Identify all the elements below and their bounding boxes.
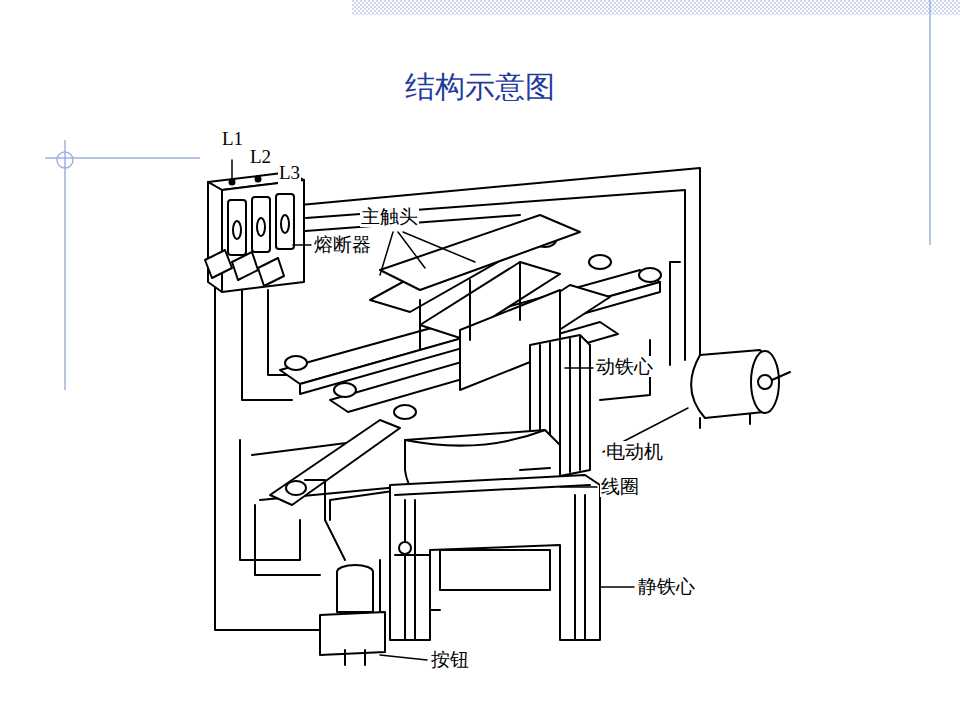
push-button <box>305 480 440 665</box>
part-label: 静铁心 <box>637 576 696 597</box>
part-label: 按钮 <box>430 649 470 670</box>
leader-lines <box>232 160 688 660</box>
motor <box>691 350 790 428</box>
part-label: L2 <box>249 147 272 168</box>
slide-title: 结构示意图 <box>405 70 555 103</box>
part-label: 动铁心 <box>595 356 654 377</box>
static-core <box>390 475 600 640</box>
part-label: 线圈 <box>600 476 640 497</box>
wiring <box>215 168 700 640</box>
part-label: 主触头 <box>360 206 419 227</box>
fuse-block <box>205 172 304 292</box>
part-label: L1 <box>221 129 244 150</box>
part-label: 熔断器 <box>313 234 372 255</box>
slide-decoration <box>45 0 960 390</box>
part-label: 电动机 <box>605 441 664 462</box>
part-label: L3 <box>278 163 301 184</box>
